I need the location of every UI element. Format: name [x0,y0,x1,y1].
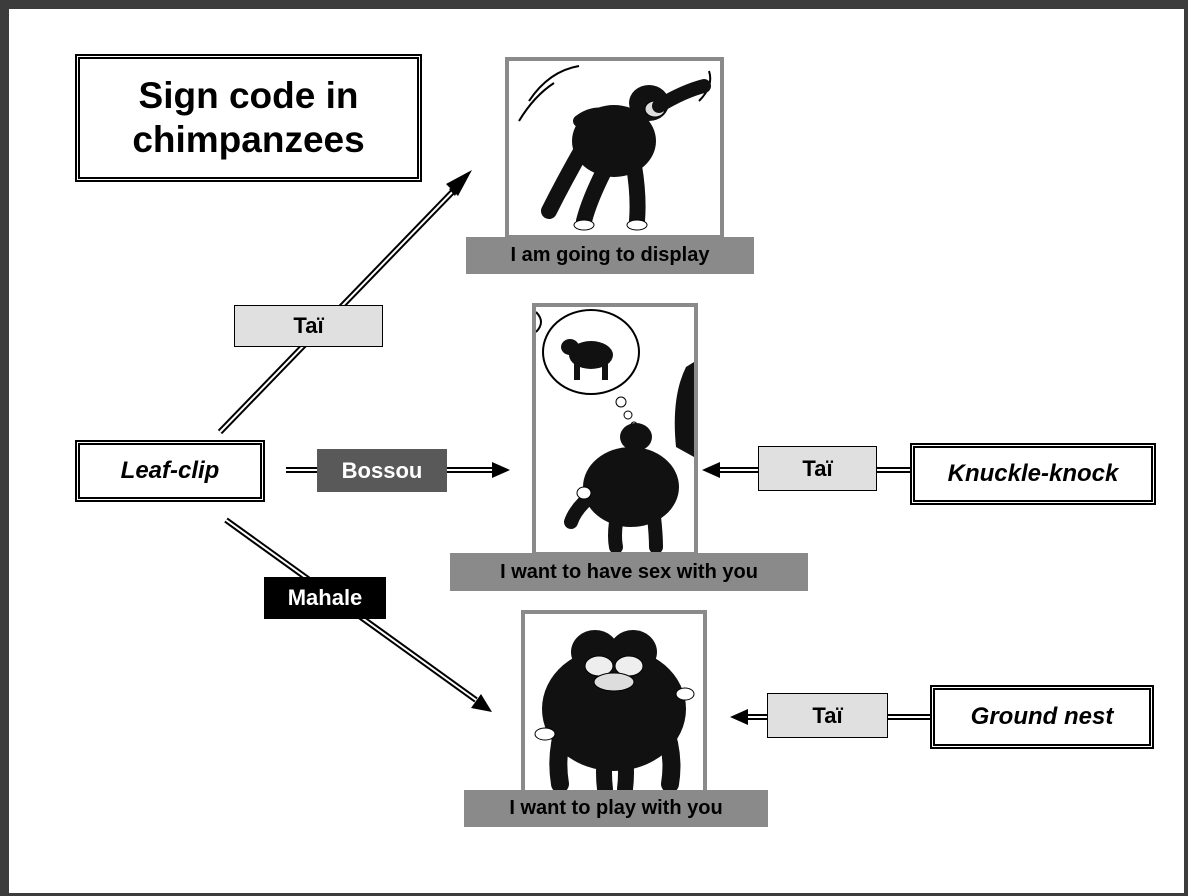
signal-knuckle-knock-label: Knuckle-knock [947,460,1119,487]
illustration-play [521,610,707,800]
title-box: Sign code in chimpanzees [75,54,422,182]
chimp-display-drawing [518,65,712,231]
site-tag-tai-knuckle: Taï [758,446,877,491]
site-tag-tai-top: Taï [234,305,383,347]
site-tag-tai-nest: Taï [767,693,888,738]
page-title: Sign code in chimpanzees [132,75,365,160]
meaning-play: I want to play with you [464,790,768,827]
meaning-display: I am going to display [466,237,754,274]
illustration-sex [532,303,698,556]
site-tag-bossou: Bossou [317,449,447,492]
signal-leaf-clip: Leaf-clip [75,440,265,502]
signal-ground-nest-label: Ground nest [970,703,1114,730]
signal-ground-nest: Ground nest [930,685,1154,749]
site-tag-mahale: Mahale [264,577,386,619]
illustration-display [505,57,724,239]
signal-knuckle-knock: Knuckle-knock [910,443,1156,505]
chimps-hugging-drawing [534,630,695,796]
arrow-leafclip-to-display [217,170,472,435]
chimp-courtship-drawing [536,309,694,552]
meaning-sex: I want to have sex with you [450,553,808,591]
signal-leaf-clip-label: Leaf-clip [120,457,220,484]
